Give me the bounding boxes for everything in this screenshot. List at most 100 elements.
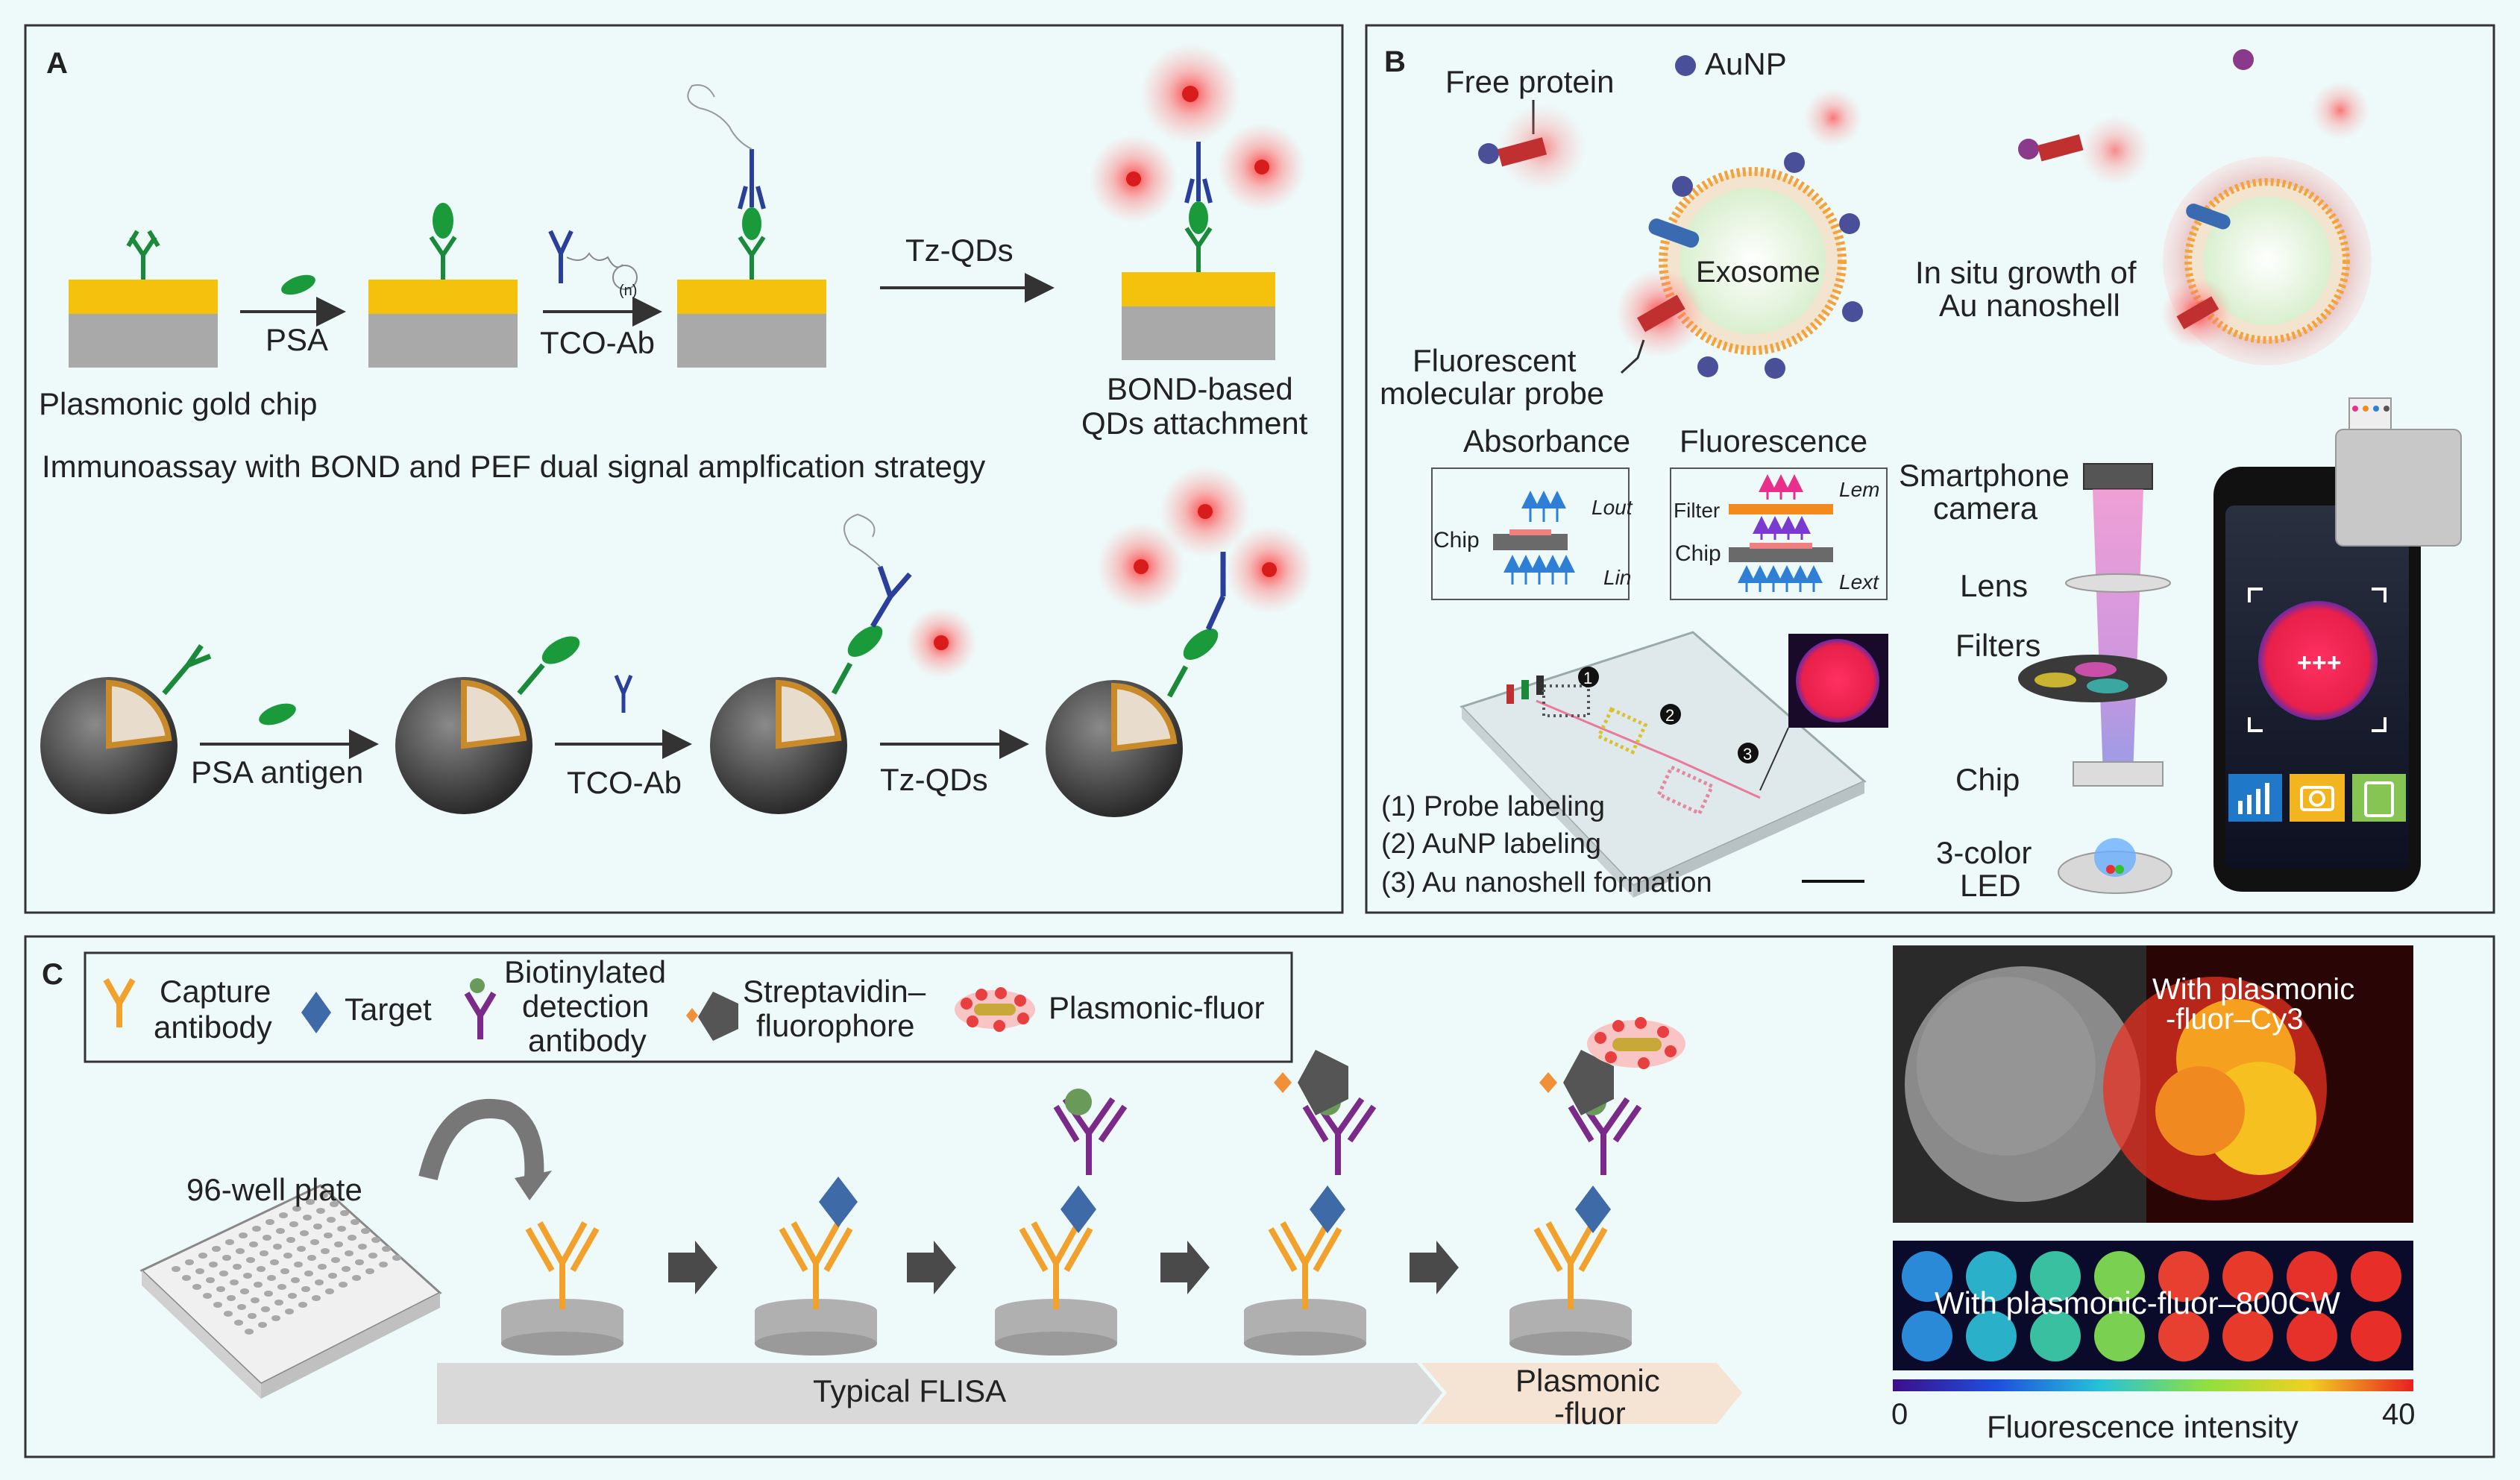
chart-icon [2238,783,2269,814]
pf-bar-label-1: Plasmonic [1515,1363,1660,1398]
well [382,1246,391,1252]
streptavidin-icon [698,992,738,1041]
heatmap-spot [1966,1311,2017,1361]
fluorescence-box [1670,467,1888,600]
smartphone-label-1: Smartphone [1899,458,2070,493]
well [274,1300,283,1306]
psa-label: PSA [265,322,328,357]
filters-label: Filters [1955,628,2040,663]
lin-label: Lin [1603,566,1631,589]
well [219,1270,228,1276]
chip-optics-label: Chip [1955,762,2020,797]
well [315,1279,324,1285]
well [192,1284,201,1290]
absorbance-label: Absorbance [1463,423,1630,459]
abs-in-arrows [1503,555,1575,585]
well [339,1282,348,1288]
heatmap-spot [1902,1311,1952,1361]
well [334,1241,343,1247]
smartphone [2213,397,2462,892]
well [301,1286,310,1292]
fluo-mid-arrows [1753,516,1811,540]
heatmap-spot [2287,1251,2337,1302]
exosome [1615,152,1863,379]
well [337,1226,346,1232]
well [209,1262,218,1268]
psa-antigen-icon [259,703,296,725]
abs-chip-label: Chip [1433,528,1480,552]
camera-icon [2083,463,2153,490]
well [213,1302,222,1308]
well [258,1322,267,1328]
step-arrow-4 [1410,1241,1459,1294]
camera-app-icon [2300,786,2334,811]
free-protein-aunp [1478,143,1499,164]
well [310,1239,319,1245]
led-label-2: LED [1960,868,2021,903]
tco-n-label: (n) [619,283,637,299]
well [303,1215,312,1221]
strategy-label: Immunoassay with BOND and PEF dual signa… [42,449,985,484]
heatmap-spot [2222,1311,2273,1361]
step-3 [995,1089,1128,1355]
fluo-ext-arrows [1738,565,1823,592]
well [251,1297,260,1303]
step-2 [755,1177,877,1355]
legend-biotin-2: detection [522,989,649,1024]
well [182,1275,191,1281]
well [236,1248,245,1254]
well [294,1262,303,1268]
heatmap-spots [1902,1251,2401,1361]
smartphone-label-2: camera [1933,491,2038,526]
well [292,1206,301,1212]
plasmonic-fluor-bar [1421,1363,1742,1424]
well [257,1266,265,1272]
well [276,1228,285,1234]
panel-a-letter: A [46,47,68,80]
well [286,1237,295,1243]
app-camera-button[interactable] [2290,774,2345,822]
heatmap-spot [2094,1311,2145,1361]
well [316,1208,325,1214]
heatmap-spot [2158,1311,2209,1361]
well [263,1235,271,1241]
au-nanoshell [2018,49,2372,365]
legend-biotin-1: Biotinylated [504,954,666,989]
panel-a: A Plasmonic gold chip PSA (n) TCO-Ab [24,24,1344,914]
chip-num-1: 1 [1583,669,1592,687]
bond-label-1: BOND-based [1107,371,1293,406]
well [198,1253,207,1259]
well [264,1291,273,1297]
cy3-label-1: With plasmonic [2152,973,2354,1006]
well [352,1275,361,1281]
well [234,1320,243,1326]
step-1-label: (1) Probe labeling [1381,791,1605,822]
well [304,1270,313,1276]
well [261,1306,270,1312]
well [225,1239,234,1245]
clipboard-icon [2364,781,2394,817]
well [283,1253,292,1259]
gold-chip-3 [677,84,826,368]
microfluidic-chip [1459,631,1867,898]
abs-out-arrows [1521,491,1566,522]
well [361,1228,370,1234]
well [212,1246,221,1252]
scale-min: 0 [1891,1398,1908,1431]
well [280,1268,289,1274]
light-beam [2093,489,2143,775]
well [368,1253,377,1259]
well [300,1230,309,1236]
heatmap-spot [2158,1251,2209,1302]
optics-chip [2073,761,2164,787]
w800-label: With plasmonic-fluor–800CW [1935,1285,2340,1320]
app-chart-button[interactable] [2228,774,2282,822]
typical-flisa-label: Typical FLISA [813,1373,1006,1408]
well [245,1329,254,1335]
legend-target: Target [345,992,432,1027]
transfer-arrow [418,1098,544,1181]
well [265,1219,274,1225]
filter-label: Filter [1674,499,1720,522]
lem-label: Lem [1839,478,1879,501]
well [267,1275,276,1281]
